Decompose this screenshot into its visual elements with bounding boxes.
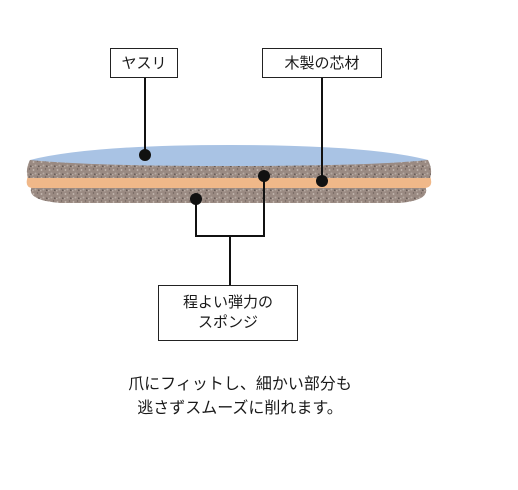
sponge-bottom-layer	[30, 186, 427, 203]
file-surface-layer	[30, 145, 428, 166]
leader-lines	[144, 78, 323, 285]
caption-line2: 逃さずスムーズに削れます。	[137, 398, 343, 417]
description-caption: 爪にフィットし、細かい部分も 逃さずスムーズに削れます。	[0, 372, 480, 420]
core-marker-dot	[316, 175, 328, 187]
leader-dots	[139, 149, 328, 205]
sponge-label: 程よい弾力の スポンジ	[158, 285, 298, 341]
sponge-marker-dot-2	[190, 193, 202, 205]
sponge-marker-dot-1	[258, 170, 270, 182]
sponge-label-line2: スポンジ	[197, 313, 258, 331]
caption-line1: 爪にフィットし、細かい部分も	[128, 374, 352, 393]
file-marker-dot	[139, 149, 151, 161]
wooden-core-layer	[26, 176, 432, 188]
wooden-core-label: 木製の芯材	[262, 48, 382, 78]
file-label: ヤスリ	[110, 48, 178, 78]
sponge-label-line1: 程よい弾力の	[182, 293, 273, 311]
